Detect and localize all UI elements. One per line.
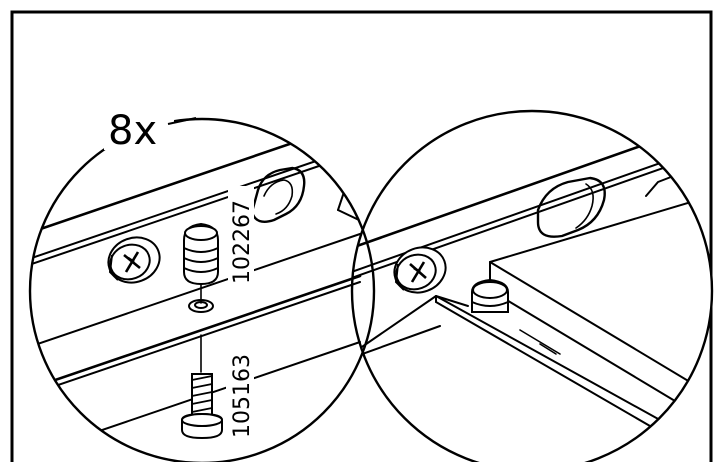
cross-screw-head-right <box>393 246 447 294</box>
detail-circle-right <box>350 109 714 462</box>
detail-circle-left <box>28 117 376 462</box>
machine-screw <box>181 373 223 440</box>
cross-screw-head <box>107 236 161 284</box>
quantity-label: 8x <box>108 108 157 154</box>
page-frame <box>10 10 713 462</box>
part-number-screw: 105163 <box>230 354 255 438</box>
shelf-panel <box>489 193 712 412</box>
slot-hole-right <box>536 176 606 238</box>
wooden-dowel <box>183 222 219 286</box>
slot-hole <box>250 166 306 223</box>
quantity-leader-line <box>167 117 197 125</box>
inserted-dowel <box>471 278 509 313</box>
part-number-dowel: 102267 <box>230 200 255 284</box>
